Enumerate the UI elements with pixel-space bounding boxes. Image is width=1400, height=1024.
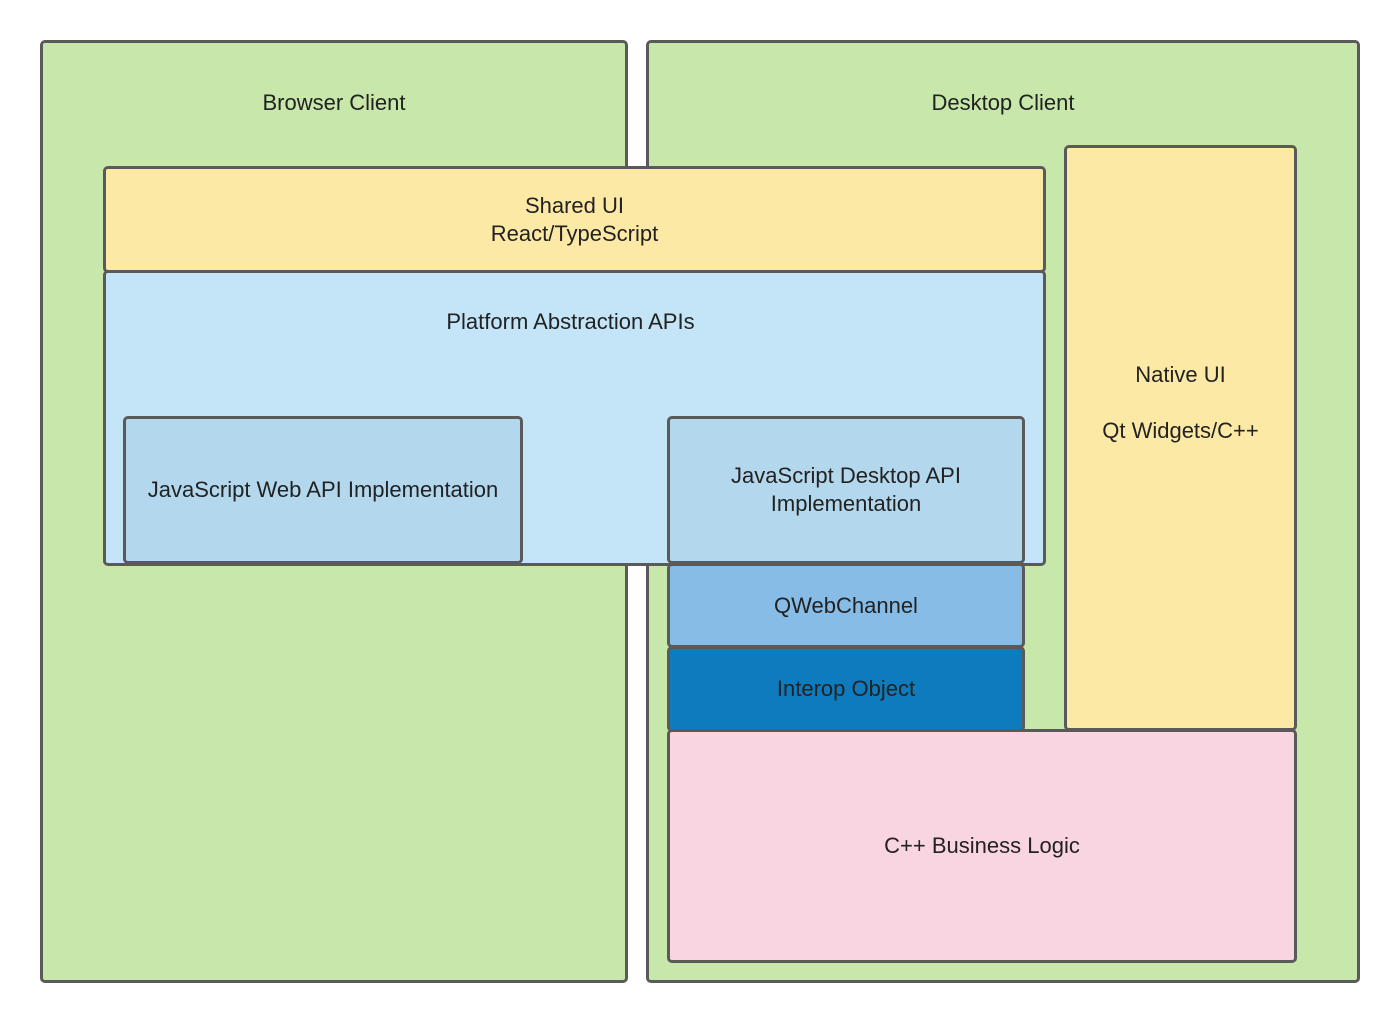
web-api-implementation-label: JavaScript Web API Implementation xyxy=(147,477,499,502)
web-api-implementation-box: JavaScript Web API Implementation xyxy=(123,416,523,564)
shared-ui-label: Shared UI React/TypeScript xyxy=(490,192,659,246)
qwebchannel-label: QWebChannel xyxy=(774,592,918,618)
browser-client-label: Browser Client xyxy=(262,90,406,115)
interop-object-label: Interop Object xyxy=(776,676,916,701)
business-logic-box: C++ Business Logic xyxy=(667,729,1297,963)
platform-abstraction-label: Platform Abstraction APIs xyxy=(446,309,695,334)
interop-object-box: Interop Object xyxy=(667,646,1025,732)
qwebchannel-box: QWebChannel xyxy=(667,563,1025,648)
shared-ui-box: Shared UI React/TypeScript xyxy=(103,166,1046,273)
desktop-api-implementation-box: JavaScript Desktop API Implementation xyxy=(667,416,1025,564)
business-logic-label: C++ Business Logic xyxy=(884,833,1080,858)
desktop-client-label: Desktop Client xyxy=(931,90,1075,115)
native-ui-label: Native UI Qt Widgets/C++ xyxy=(1102,362,1259,443)
desktop-api-implementation-label: JavaScript Desktop API Implementation xyxy=(731,463,961,516)
native-ui-box: Native UI Qt Widgets/C++ xyxy=(1064,145,1297,731)
